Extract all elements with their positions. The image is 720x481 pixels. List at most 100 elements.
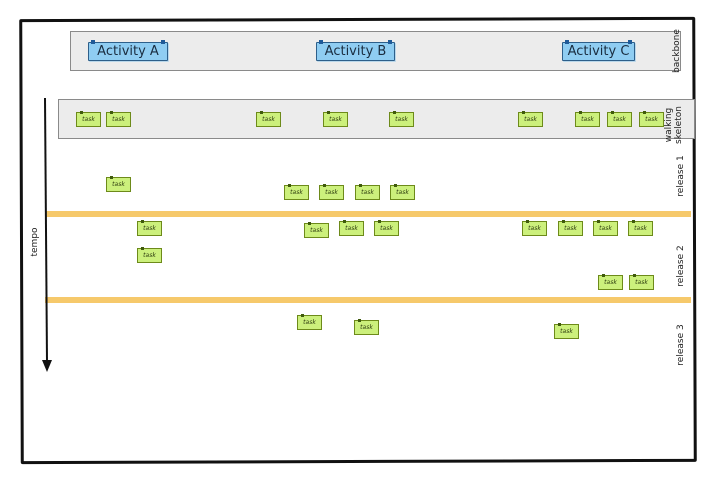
task-card[interactable]: task — [106, 176, 131, 192]
pin-icon — [602, 274, 605, 277]
task-card[interactable]: task — [558, 220, 583, 236]
axis-label-tempo: tempo — [30, 227, 40, 257]
row-label-walking-skeleton: walking skeleton — [664, 103, 684, 147]
task-card[interactable]: task — [339, 220, 364, 236]
pin-icon — [579, 111, 582, 114]
task-card[interactable]: task — [319, 184, 344, 200]
pin-icon — [562, 220, 565, 223]
row-label-walking: walking — [664, 107, 674, 143]
task-card[interactable]: task — [256, 111, 281, 127]
task-card[interactable]: task — [598, 274, 623, 290]
task-label: task — [599, 225, 612, 232]
pin-icon — [632, 220, 635, 223]
release-divider-2 — [45, 297, 691, 303]
activity-c-card[interactable]: Activity C — [562, 40, 635, 61]
task-card[interactable]: task — [390, 184, 415, 200]
task-label: task — [143, 252, 156, 259]
task-label: task — [325, 189, 338, 196]
task-card[interactable]: task — [575, 111, 600, 127]
task-label: task — [82, 116, 95, 123]
activity-b-card[interactable]: Activity B — [316, 40, 395, 61]
pin-icon — [319, 40, 323, 44]
pin-icon — [526, 220, 529, 223]
pin-icon — [358, 319, 361, 322]
row-label-release-1: release 1 — [676, 155, 686, 197]
row-label-release-3: release 3 — [676, 324, 686, 366]
task-card[interactable]: task — [389, 111, 414, 127]
task-label: task — [634, 225, 647, 232]
pin-icon — [343, 220, 346, 223]
pin-icon — [633, 274, 636, 277]
task-label: task — [395, 116, 408, 123]
activity-c-label: Activity C — [567, 44, 630, 59]
task-label: task — [112, 116, 125, 123]
task-card[interactable]: task — [607, 111, 632, 127]
task-label: task — [613, 116, 626, 123]
task-label: task — [581, 116, 594, 123]
task-label: task — [360, 324, 373, 331]
task-label: task — [524, 116, 537, 123]
release-divider-1 — [45, 211, 691, 217]
task-card[interactable]: task — [323, 111, 348, 127]
activity-a-card[interactable]: Activity A — [88, 40, 168, 61]
activity-b-label: Activity B — [324, 44, 387, 59]
pin-icon — [643, 111, 646, 114]
task-card[interactable]: task — [297, 314, 322, 330]
task-card[interactable]: task — [518, 111, 543, 127]
pin-icon — [611, 111, 614, 114]
task-label: task — [329, 116, 342, 123]
pin-icon — [308, 222, 311, 225]
pin-icon — [565, 40, 569, 44]
pin-icon — [141, 220, 144, 223]
pin-icon — [327, 111, 330, 114]
pin-icon — [359, 184, 362, 187]
pin-icon — [260, 111, 263, 114]
pin-icon — [388, 40, 392, 44]
pin-icon — [91, 40, 95, 44]
activity-a-label: Activity A — [97, 44, 159, 59]
task-card[interactable]: task — [522, 220, 547, 236]
task-card[interactable]: task — [593, 220, 618, 236]
task-label: task — [262, 116, 275, 123]
pin-icon — [161, 40, 165, 44]
pin-icon — [110, 176, 113, 179]
pin-icon — [558, 323, 561, 326]
task-card[interactable]: task — [354, 319, 379, 335]
task-card[interactable]: task — [137, 247, 162, 263]
task-card[interactable]: task — [374, 220, 399, 236]
task-card[interactable]: task — [304, 222, 329, 238]
pin-icon — [288, 184, 291, 187]
task-card[interactable]: task — [106, 111, 131, 127]
pin-icon — [522, 111, 525, 114]
task-card[interactable]: task — [639, 111, 664, 127]
pin-icon — [628, 40, 632, 44]
task-card[interactable]: task — [76, 111, 101, 127]
pin-icon — [301, 314, 304, 317]
task-label: task — [361, 189, 374, 196]
row-label-skeleton: skeleton — [674, 106, 684, 144]
task-label: task — [645, 116, 658, 123]
task-card[interactable]: task — [554, 323, 579, 339]
task-card[interactable]: task — [284, 184, 309, 200]
pin-icon — [323, 184, 326, 187]
pin-icon — [80, 111, 83, 114]
task-label: task — [560, 328, 573, 335]
row-label-backbone: backbone — [672, 29, 682, 73]
task-card[interactable]: task — [629, 274, 654, 290]
pin-icon — [141, 247, 144, 250]
task-label: task — [604, 279, 617, 286]
pin-icon — [597, 220, 600, 223]
task-label: task — [303, 319, 316, 326]
task-label: task — [310, 227, 323, 234]
task-card[interactable]: task — [628, 220, 653, 236]
task-label: task — [290, 189, 303, 196]
pin-icon — [110, 111, 113, 114]
row-label-release-2: release 2 — [676, 245, 686, 287]
task-label: task — [345, 225, 358, 232]
task-label: task — [528, 225, 541, 232]
task-card[interactable]: task — [137, 220, 162, 236]
task-card[interactable]: task — [355, 184, 380, 200]
pin-icon — [378, 220, 381, 223]
